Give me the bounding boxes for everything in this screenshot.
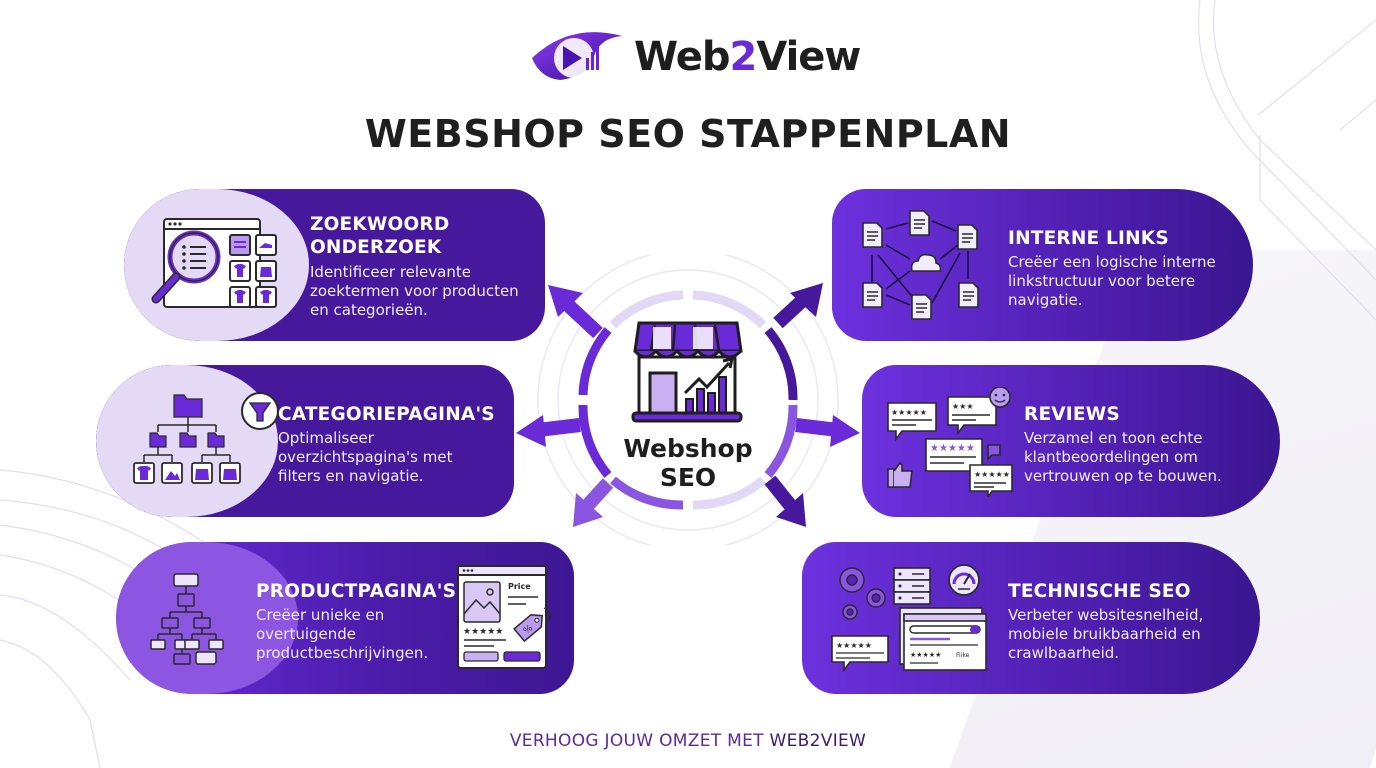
footer-text: VERHOOG JOUW OMZET MET [509,731,770,751]
svg-text:★★★★★: ★★★★★ [930,443,975,454]
arrow-to-categorie [516,415,581,447]
svg-text:Price: Price [508,582,531,591]
hub-label: Webshop SEO [0,434,1376,492]
step-card-categoriepaginas: CATEGORIEPAGINA'S Optimaliseer overzicht… [96,365,514,517]
svg-text:★★★★★: ★★★★★ [463,627,503,637]
product-page-price-tag-icon: Price ★★★★★ % [457,565,551,669]
step-description: Creëer unieke en overtuigende productbes… [256,606,429,662]
step-title: TECHNISCHE SEO [1008,581,1191,602]
svg-text:★★★★★: ★★★★★ [836,641,872,650]
brand-name: Web2View [634,34,861,80]
svg-text:★★★: ★★★ [952,402,974,411]
hub-label-line2: SEO [659,463,717,492]
step-card-reviews: ★★★★★ ★★★ ★★★★★ ★★★★★ REVIEWS Verzamel e… [862,365,1280,517]
svg-text:★★★★★: ★★★★★ [910,651,941,659]
step-title: PRODUCTPAGINA'S [256,581,457,602]
svg-text:★★★★★: ★★★★★ [891,408,927,417]
step-card-zoekwoord-onderzoek: ZOEKWOORD ONDERZOEK Identificeer relevan… [124,189,545,341]
brand-logo: Web2View [530,28,861,86]
step-card-productpaginas: PRODUCTPAGINA'S Creëer unieke en overtui… [116,542,574,694]
step-description: Verzamel en toon echte klantbeoordelinge… [1024,429,1222,485]
step-description: Identificeer relevante zoektermen voor p… [310,263,519,319]
arrow-to-zoekwoord [548,285,603,339]
step-description: Verbeter websitesnelheid, mobiele bruikb… [1008,606,1204,662]
step-title: ZOEKWOORD ONDERZOEK [310,214,450,258]
hub-label-line1: Webshop [623,434,753,463]
step-title: INTERNE LINKS [1008,228,1169,249]
sitemap-icon [150,573,224,665]
step-card-technische-seo: ★★★★★ Fiike ★★★★★ TECHNISCHE SEO Verbete… [802,542,1260,694]
linked-documents-icon [862,210,979,320]
step-title: CATEGORIEPAGINA'S [278,404,495,425]
footer-tagline: VERHOOG JOUW OMZET MET WEB2VIEW [0,731,1376,751]
arrow-to-interne-links [773,283,823,329]
svg-text:★★★★★: ★★★★★ [974,470,1010,479]
gears-server-speed-icon: ★★★★★ Fiike ★★★★★ [831,564,987,673]
hub-diagram [516,255,860,545]
review-bubbles-icon: ★★★★★ ★★★ ★★★★★ ★★★★★ [887,387,1013,497]
eye-play-chart-logo-icon [532,32,622,80]
arrow-to-product [573,478,614,527]
arrow-to-reviews [795,415,860,447]
magnifier-product-grid-icon [151,218,277,308]
arrow-to-technische [764,475,806,527]
footer-brand: WEB2VIEW [769,731,867,751]
step-description: Creëer een logische interne linkstructuu… [1008,253,1216,309]
step-card-interne-links: INTERNE LINKS Creëer een logische intern… [832,189,1253,341]
svg-text:Fiike: Fiike [956,652,970,659]
storefront-growth-icon [631,321,743,423]
folder-tree-filter-icon [133,392,279,484]
page-title: WEBSHOP SEO STAPPENPLAN [364,112,1012,156]
step-title: REVIEWS [1024,404,1120,425]
step-description: Optimaliseer overzichtspagina's met filt… [278,429,453,485]
